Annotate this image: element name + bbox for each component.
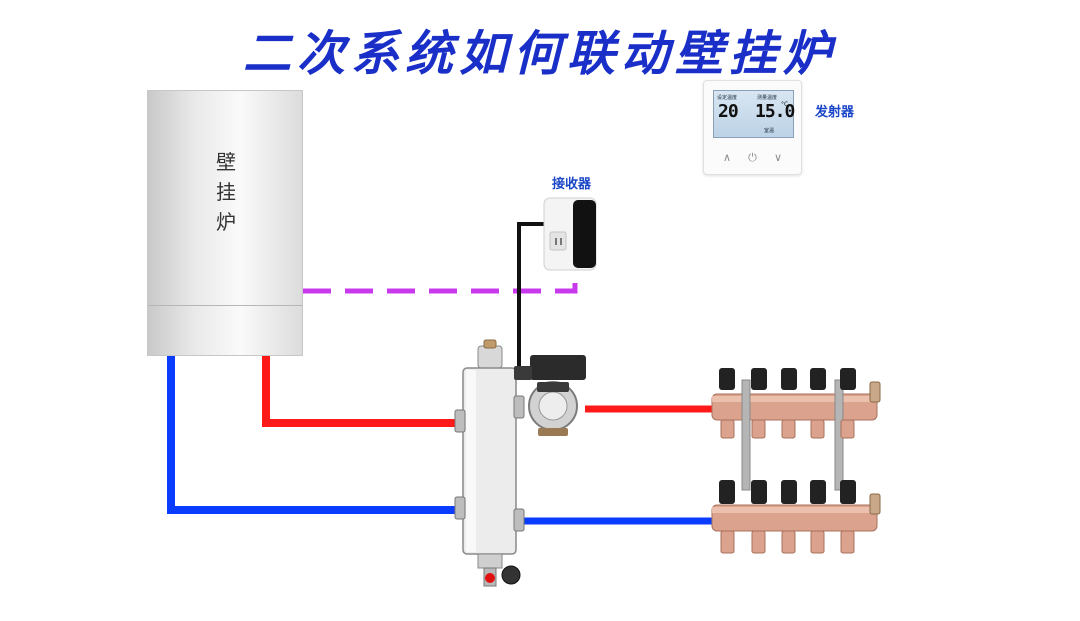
supply-pipe-boiler — [262, 356, 470, 427]
boiler-label: 壁挂炉 — [211, 147, 241, 237]
power-icon[interactable]: ⏻ — [748, 151, 757, 164]
set-temp-label: 设定温度 — [717, 95, 738, 101]
supply-manifold — [711, 368, 881, 491]
receiver-wire — [517, 222, 546, 370]
wall-boiler: 壁挂炉 — [147, 90, 303, 356]
wireless-signal-line — [303, 272, 578, 294]
measured-temp-value: 15.0 — [755, 101, 795, 122]
return-pipe-boiler — [167, 356, 470, 514]
up-icon[interactable]: ∧ — [722, 151, 732, 164]
down-icon[interactable]: ∨ — [773, 151, 783, 164]
return-manifold — [711, 480, 881, 554]
mode-label: 室温 — [764, 128, 775, 134]
circulation-pump — [514, 355, 586, 436]
boiler-label-char: 挂 — [216, 180, 236, 204]
wireless-thermostat: 设定温度 测量温度 20 15.0 °C 室温 ∧ ⏻ ∨ — [703, 80, 802, 175]
receiver-device — [543, 197, 597, 271]
receiver-label: 接收器 — [552, 177, 592, 192]
temp-unit: °C — [781, 101, 789, 108]
page-title: 二次系统如何联动壁挂炉 — [242, 26, 837, 82]
set-temp-value: 20 — [718, 101, 739, 122]
thermostat-screen: 设定温度 测量温度 20 15.0 °C 室温 — [713, 90, 795, 138]
boiler-label-char: 炉 — [216, 210, 236, 234]
measured-temp-label: 测量温度 — [757, 95, 778, 101]
hydraulic-separator — [454, 339, 525, 587]
boiler-label-char: 壁 — [216, 150, 236, 174]
boiler-panel-seam — [148, 305, 302, 306]
transmitter-label: 发射器 — [815, 105, 855, 120]
thermostat-buttons: ∧ ⏻ ∨ — [704, 151, 801, 165]
